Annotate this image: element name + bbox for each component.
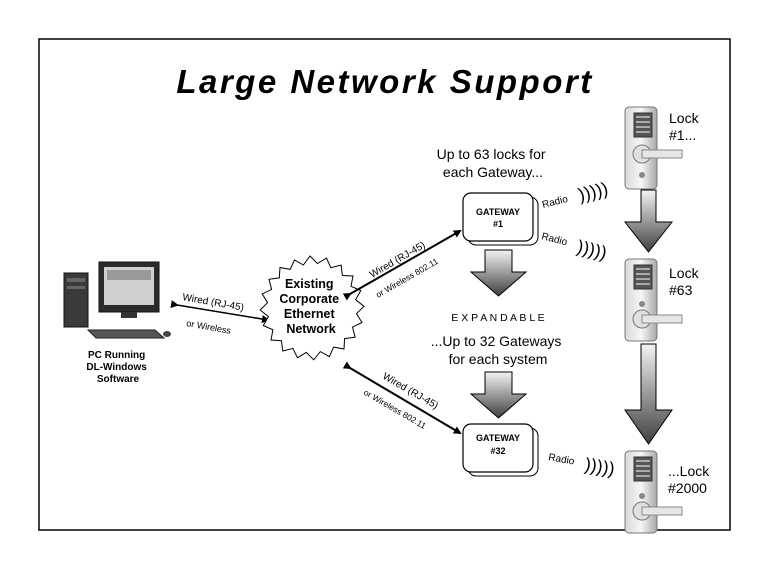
- radio-label-3: Radio: [547, 452, 575, 467]
- page-title: Large Network Support: [176, 63, 593, 100]
- lock-2000-label: ...Lock #2000: [668, 463, 713, 496]
- pc-label: PC Running DL-Windows Software: [86, 350, 149, 385]
- expandable-note: E X P A N D A B L E: [451, 312, 544, 324]
- lock-63-label: Lock #63: [669, 265, 702, 298]
- network-gateway32-link: [342, 361, 462, 435]
- computer-icon: [63, 261, 171, 339]
- down-arrow-gateway-expand: [469, 249, 528, 297]
- gateway-32-number: #32: [490, 446, 505, 456]
- gateways-per-system-note: ...Up to 32 Gateways for each system: [431, 333, 566, 367]
- gateway-32-name: GATEWAY: [476, 433, 520, 443]
- down-arrow-lock-2000: [624, 343, 673, 445]
- pc-network-link: [170, 300, 270, 323]
- lock-1-label: Lock #1...: [669, 110, 702, 143]
- network-label: Existing Corporate Ethernet Network: [279, 277, 342, 336]
- gateway-1-number: #1: [493, 219, 503, 229]
- locks-per-gateway-note: Up to 63 locks for each Gateway...: [437, 146, 550, 180]
- gateway-1-box: GATEWAY #1: [462, 192, 539, 246]
- gateway-1-name: GATEWAY: [476, 207, 520, 217]
- gateway-32-box: GATEWAY #32: [462, 423, 539, 477]
- lock-63-icon: [624, 258, 683, 342]
- down-arrow-lock-63: [623, 189, 674, 253]
- lock-1-icon: [624, 106, 683, 190]
- network-gateway1-link: [342, 230, 462, 301]
- lock-2000-icon: [624, 450, 683, 534]
- down-arrow-gateway-32: [469, 371, 528, 419]
